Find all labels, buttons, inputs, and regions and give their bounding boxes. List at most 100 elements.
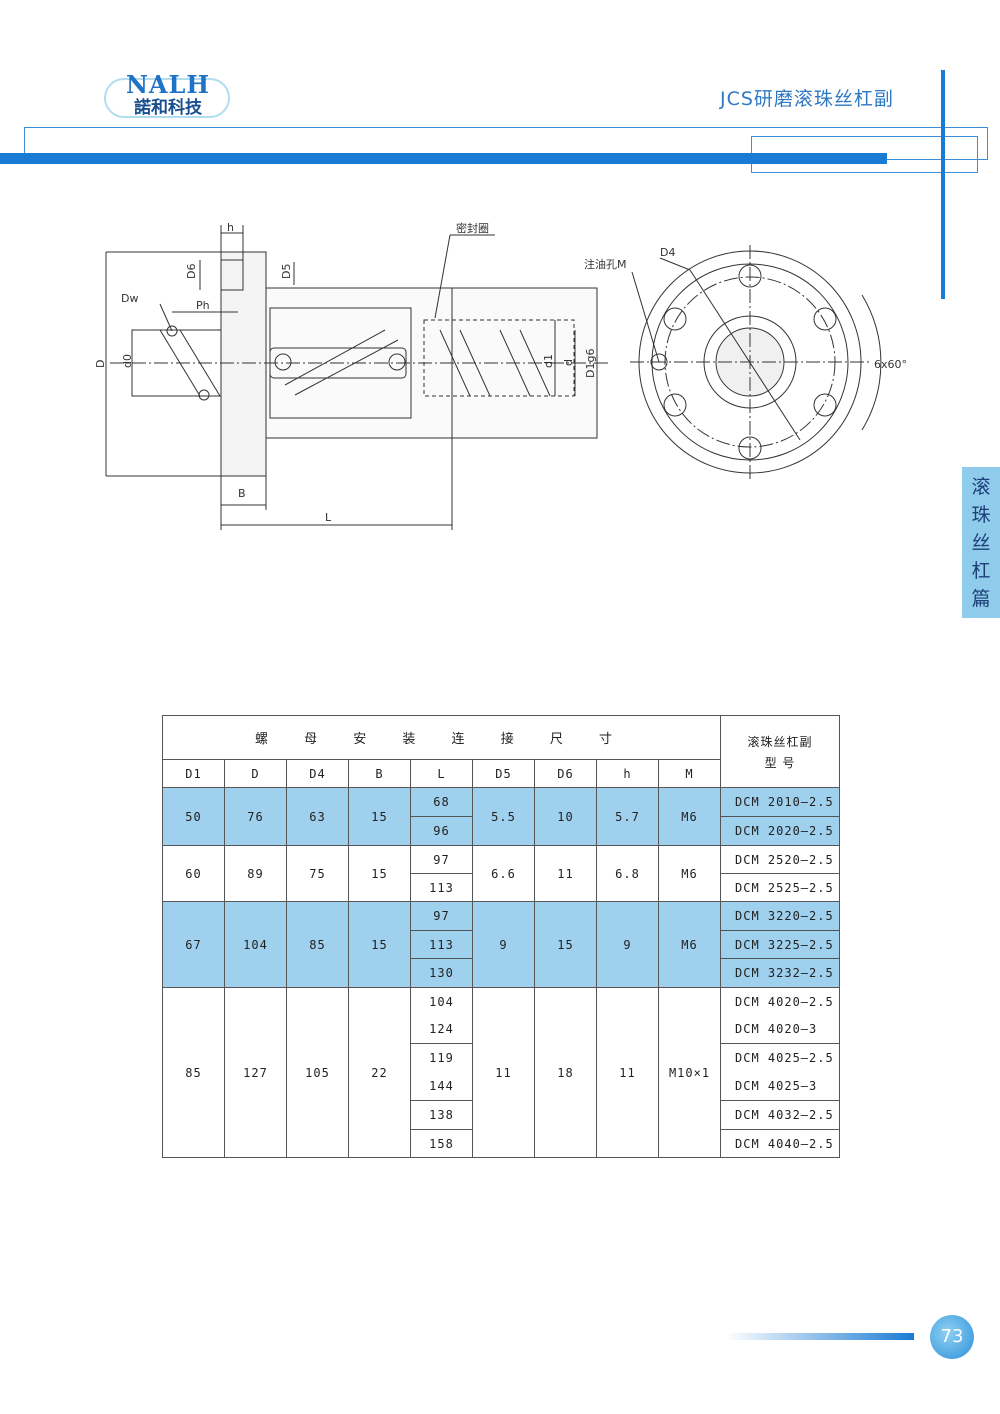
footer-bar <box>726 1333 914 1340</box>
cell-L: 97 <box>410 901 473 931</box>
cell-D: 76 <box>224 787 287 846</box>
cell-L: 119 <box>410 1043 473 1073</box>
cell-model: DCM 2020—2.5 <box>720 816 840 846</box>
page-title: JCS研磨滚珠丝杠副 <box>720 88 894 110</box>
cell-D: 127 <box>224 987 287 1158</box>
bolt-hole <box>220 259 244 291</box>
cell-model: DCM 4025—3 <box>720 1072 840 1101</box>
cell-D1: 67 <box>162 901 225 988</box>
cell-L: 130 <box>410 958 473 988</box>
cell-M: M6 <box>658 845 721 902</box>
cell-D6: 15 <box>534 901 597 988</box>
label-Dw: Dw <box>121 292 138 305</box>
cell-model: DCM 4025—2.5 <box>720 1043 840 1073</box>
bolt-hole <box>813 393 837 417</box>
section-tab: 滚 珠 丝 杠 篇 <box>962 467 1000 618</box>
label-d: d <box>562 359 575 366</box>
cell-L: 113 <box>410 873 473 902</box>
col-header: D5 <box>472 759 535 788</box>
label-D: D <box>94 360 107 368</box>
tube-screw <box>274 353 292 371</box>
company-logo: NALH 諾和科技 <box>104 72 232 122</box>
cell-M: M6 <box>658 787 721 846</box>
thread-line <box>179 329 221 397</box>
col-header: B <box>348 759 411 788</box>
label-oil-hole: 注油孔M <box>584 257 627 271</box>
col-header: D1 <box>162 759 225 788</box>
cell-B: 15 <box>348 787 411 846</box>
bolt-hole <box>663 307 687 331</box>
cell-D4: 63 <box>286 787 349 846</box>
tube-path <box>294 339 399 396</box>
cell-model: DCM 2520—2.5 <box>720 845 840 874</box>
col-header: M <box>658 759 721 788</box>
label-h: h <box>227 221 234 234</box>
cell-D5: 5.5 <box>472 787 535 846</box>
cell-model: DCM 3220—2.5 <box>720 901 840 931</box>
logo-company: 諾和科技 <box>134 98 202 118</box>
label-d0: d0 <box>121 354 134 368</box>
thread-line <box>439 329 471 397</box>
cell-D6: 10 <box>534 787 597 846</box>
cell-L: 138 <box>410 1100 473 1130</box>
model-header: 滚珠丝杠副 型 号 <box>720 715 840 788</box>
cell-model: DCM 2525—2.5 <box>720 873 840 902</box>
bolt-hole <box>738 436 762 460</box>
model-header-line1: 滚珠丝杠副 <box>747 734 813 749</box>
cell-D: 89 <box>224 845 287 902</box>
label-B: B <box>238 487 246 500</box>
leader-D4 <box>659 257 691 271</box>
cell-h: 6.8 <box>596 845 659 902</box>
dimension-table: 螺 母 安 装 连 接 尺 寸 滚珠丝杠副 型 号 D1 D D4 B L D5… <box>162 715 840 1158</box>
tube-screw <box>388 353 406 371</box>
thread-line <box>499 329 531 397</box>
cell-model: DCM 3225—2.5 <box>720 930 840 959</box>
cell-h: 5.7 <box>596 787 659 846</box>
col-header: D4 <box>286 759 349 788</box>
bolt-hole <box>813 307 837 331</box>
dim-D4 <box>689 269 801 441</box>
section-tab-char: 滚 <box>971 476 991 498</box>
cell-M: M10×1 <box>658 987 721 1158</box>
cell-L: 158 <box>410 1129 473 1158</box>
section-tab-char: 珠 <box>971 504 991 526</box>
dim-angle <box>861 294 882 431</box>
header-band <box>0 153 887 164</box>
label-angle: 6x60° <box>874 358 907 371</box>
cell-D6: 11 <box>534 845 597 902</box>
screw-right <box>423 319 575 397</box>
cell-L: 124 <box>410 1015 473 1044</box>
bolt-hole <box>738 264 762 288</box>
technical-drawing: h D6 D5 Dw Ph D d0 B L 密封圈 d1 d D1g6 注油孔… <box>94 221 907 530</box>
cell-h: 9 <box>596 901 659 988</box>
cell-D4: 75 <box>286 845 349 902</box>
cell-D1: 85 <box>162 987 225 1158</box>
section-tab-char: 杠 <box>971 560 991 582</box>
label-seal: 密封圈 <box>456 221 489 235</box>
cell-L: 97 <box>410 845 473 874</box>
cell-model: DCM 4040—2.5 <box>720 1129 840 1158</box>
label-L: L <box>325 511 332 524</box>
col-header: h <box>596 759 659 788</box>
thread-line <box>159 329 201 397</box>
leader-seal <box>434 234 451 319</box>
cell-D4: 105 <box>286 987 349 1158</box>
cell-D5: 6.6 <box>472 845 535 902</box>
section-tab-char: 丝 <box>971 532 991 554</box>
leader-oil <box>631 271 660 363</box>
cell-B: 15 <box>348 845 411 902</box>
col-header: D6 <box>534 759 597 788</box>
label-D1g6: D1g6 <box>584 349 597 378</box>
leader-Dw <box>159 303 173 332</box>
label-D6: D6 <box>185 264 198 279</box>
cell-model: DCM 2010—2.5 <box>720 787 840 817</box>
cell-B: 22 <box>348 987 411 1158</box>
ball <box>166 325 178 337</box>
thread-line <box>459 329 491 397</box>
section-tab-char: 篇 <box>971 588 991 610</box>
cell-model: DCM 3232—2.5 <box>720 958 840 988</box>
logo-brand: NALH <box>125 70 211 99</box>
cell-h: 11 <box>596 987 659 1158</box>
label-D4: D4 <box>660 246 675 259</box>
cell-model: DCM 4020—2.5 <box>720 987 840 1016</box>
